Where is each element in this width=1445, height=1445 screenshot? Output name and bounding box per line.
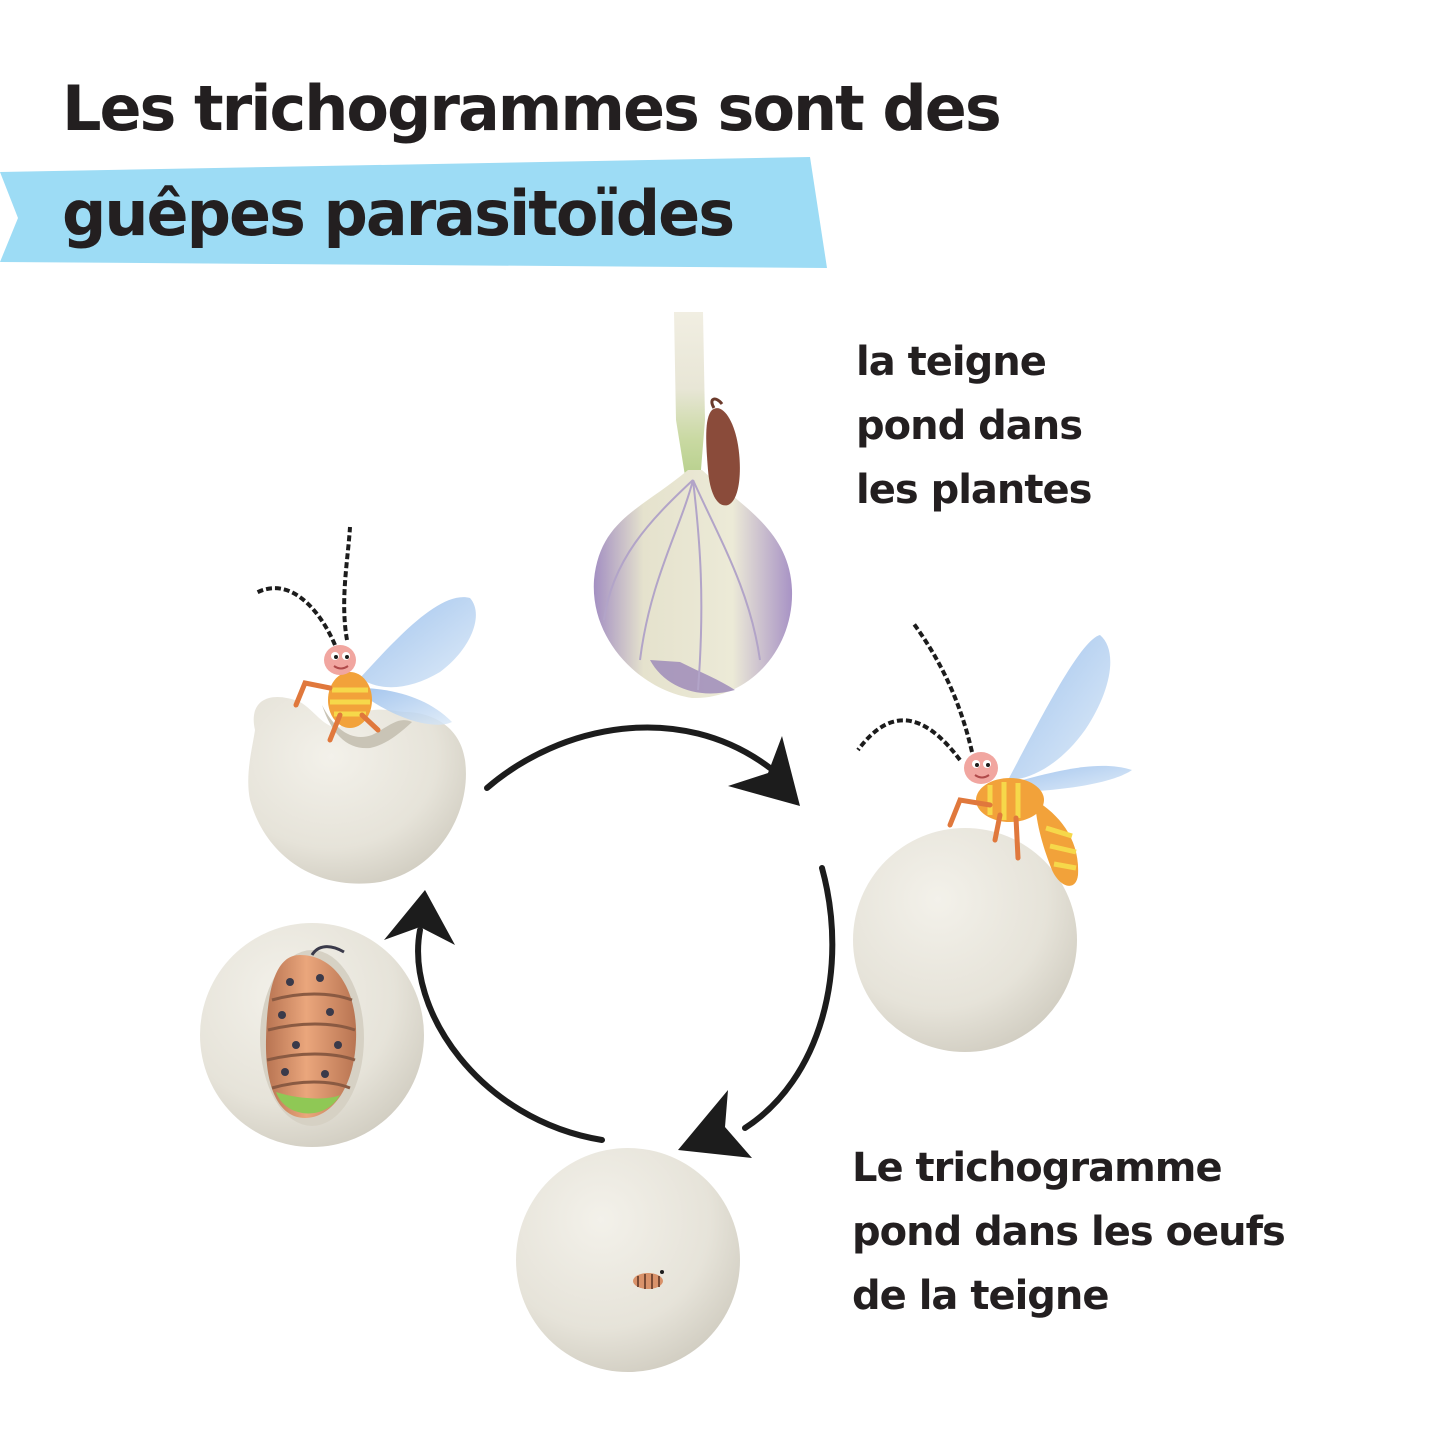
arrowheads: [384, 736, 800, 1158]
moth-icon: [706, 397, 740, 506]
garlic-bulb-icon: [593, 312, 793, 699]
egg-hatched-icon: [248, 697, 466, 884]
cycle-arrow-icon: [415, 724, 836, 1143]
larva-icon: [633, 1270, 664, 1289]
arrow-right: [742, 865, 836, 1131]
egg-with-wasp-icon: [853, 828, 1077, 1052]
arrow-left: [415, 927, 605, 1143]
caption-moth-line-1: la teigne: [856, 339, 1047, 385]
caption-tricho-line-1: Le trichogramme: [852, 1145, 1223, 1191]
caption-moth-lays: la teigne pond dans les plantes: [856, 330, 1092, 522]
caption-trichogramme-lays: Le trichogramme pond dans les oeufs de l…: [852, 1136, 1286, 1328]
arrow-top: [484, 724, 773, 791]
title-highlight-band: [0, 157, 827, 268]
caption-moth-line-3: les plantes: [856, 467, 1092, 513]
caption-moth-line-2: pond dans: [856, 403, 1083, 449]
caption-tricho-line-2: pond dans les oeufs: [852, 1209, 1286, 1255]
pupa-icon: [265, 945, 357, 1118]
arrowhead-left: [384, 890, 455, 945]
wasp-icon: [255, 526, 476, 743]
egg-with-larva-icon: [516, 1148, 740, 1372]
arrowhead-right: [678, 1090, 752, 1158]
title-line-2: guêpes parasitoïdes: [62, 177, 735, 250]
wasp-laying-icon: [856, 622, 1132, 886]
caption-tricho-line-3: de la teigne: [852, 1273, 1110, 1319]
title-line-1: Les trichogrammes sont des: [62, 72, 1002, 145]
arrowhead-top: [728, 736, 800, 806]
